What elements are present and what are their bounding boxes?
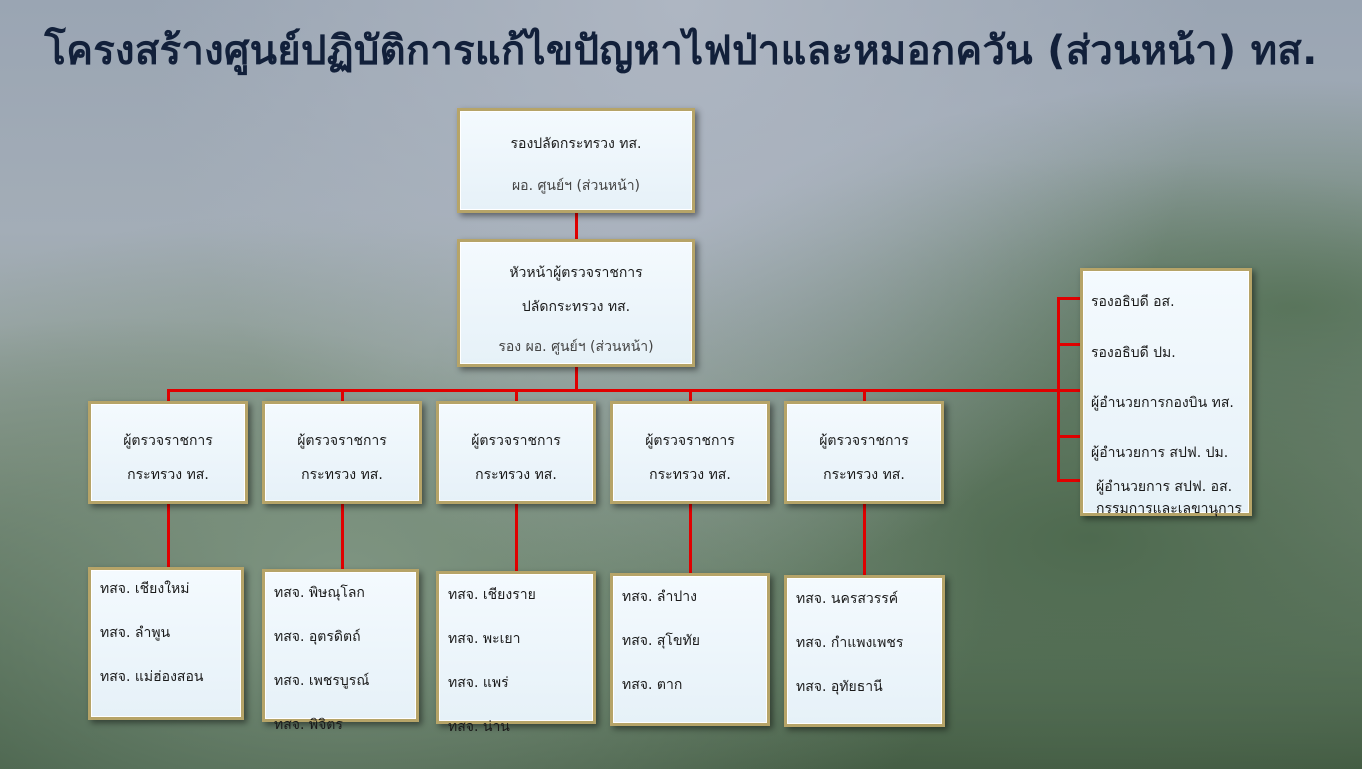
province-box-2: ทสจ. พิษณุโลก ทสจ. อุตรดิตถ์ ทสจ. เพชรบู… <box>262 569 419 733</box>
province-item: ทสจ. แพร่ <box>448 675 509 691</box>
connector-side-tick-5 <box>1057 479 1085 482</box>
province-item: ทสจ. กำแพงเพชร <box>796 635 904 651</box>
connector-side-tick-3 <box>1057 389 1085 392</box>
deputy-permanent-secretary-box: รองปลัดกระทรวง ทส. ผอ. ศูนย์ฯ (ส่วนหน้า) <box>457 108 695 213</box>
side-officials-box: รองอธิบดี อส. รองอธิบดี ปม. ผู้อำนวยการก… <box>1080 268 1252 517</box>
province-item: ทสจ. น่าน <box>448 719 510 735</box>
province-box-4: ทสจ. ลำปาง ทสจ. สุโขทัย ทสจ. ตาก <box>610 573 770 726</box>
connector-inspector-1-to-provinces <box>167 502 170 568</box>
side-item: ผู้อำนวยการกองบิน ทส. <box>1091 395 1234 411</box>
province-item: ทสจ. เชียงราย <box>448 587 536 603</box>
inspector-box-3: ผู้ตรวจราชการ กระทรวง ทส. <box>436 401 596 504</box>
connector-inspector-5-to-provinces <box>863 502 866 576</box>
inspector-ministry: กระทรวง ทส. <box>823 467 905 483</box>
connector-inspector-2-to-provinces <box>341 502 344 570</box>
inspector-ministry: กระทรวง ทส. <box>127 467 209 483</box>
side-item-secretary: กรรมการและเลขานุการ <box>1096 501 1242 517</box>
side-item: รองอธิบดี อส. <box>1091 294 1175 310</box>
side-item: ผู้อำนวยการ สปฟ. อส. <box>1096 479 1233 495</box>
province-box-1: ทสจ. เชียงใหม่ ทสจ. ลำพูน ทสจ. แม่ฮ่องสอ… <box>88 567 244 720</box>
inspector-ministry: กระทรวง ทส. <box>301 467 383 483</box>
province-item: ทสจ. สุโขทัย <box>622 633 700 649</box>
second-box-title-2: ปลัดกระทรวง ทส. <box>521 299 631 315</box>
connector-side-tick-4 <box>1057 435 1085 438</box>
province-item: ทสจ. พิษณุโลก <box>274 585 365 601</box>
inspector-ministry: กระทรวง ทส. <box>475 467 557 483</box>
connector-drop-3 <box>515 389 518 403</box>
connector-side-tick-1 <box>1057 297 1085 300</box>
inspector-box-4: ผู้ตรวจราชการ กระทรวง ทส. <box>610 401 770 504</box>
connector-drop-2 <box>341 389 344 403</box>
province-item: ทสจ. แม่ฮ่องสอน <box>100 669 204 685</box>
province-item: ทสจ. อุตรดิตถ์ <box>274 629 361 645</box>
inspector-title: ผู้ตรวจราชการ <box>819 433 909 449</box>
connector-inspector-3-to-provinces <box>515 502 518 572</box>
province-box-3: ทสจ. เชียงราย ทสจ. พะเยา ทสจ. แพร่ ทสจ. … <box>436 571 596 735</box>
inspector-title: ผู้ตรวจราชการ <box>297 433 387 449</box>
inspector-title: ผู้ตรวจราชการ <box>645 433 735 449</box>
connector-side-tick-2 <box>1057 343 1085 346</box>
province-item: ทสจ. เชียงใหม่ <box>100 581 190 597</box>
inspector-title: ผู้ตรวจราชการ <box>471 433 561 449</box>
inspector-ministry: กระทรวง ทส. <box>649 467 731 483</box>
connector-inspector-4-to-provinces <box>689 502 692 574</box>
province-item: ทสจ. พะเยา <box>448 631 521 647</box>
chief-inspector-box: หัวหน้าผู้ตรวจราชการ ปลัดกระทรวง ทส. รอง… <box>457 239 695 367</box>
connector-horizontal-bus <box>167 389 1065 392</box>
inspector-box-5: ผู้ตรวจราชการ กระทรวง ทส. <box>784 401 944 504</box>
inspector-box-2: ผู้ตรวจราชการ กระทรวง ทส. <box>262 401 422 504</box>
inspector-box-1: ผู้ตรวจราชการ กระทรวง ทส. <box>88 401 248 504</box>
connector-drop-1 <box>167 389 170 403</box>
connector-drop-5 <box>863 389 866 403</box>
top-box-title: รองปลัดกระทรวง ทส. <box>510 136 642 152</box>
inspector-title: ผู้ตรวจราชการ <box>123 433 213 449</box>
province-item: ทสจ. ลำปาง <box>622 589 697 605</box>
side-item: ผู้อำนวยการ สปฟ. ปม. <box>1091 445 1229 461</box>
province-item: ทสจ. พิจิตร <box>274 717 343 733</box>
connector-second-to-bus <box>575 366 578 391</box>
connector-drop-4 <box>689 389 692 403</box>
side-item: รองอธิบดี ปม. <box>1091 345 1176 361</box>
top-box-role: ผอ. ศูนย์ฯ (ส่วนหน้า) <box>511 178 641 194</box>
province-box-5: ทสจ. นครสวรรค์ ทสจ. กำแพงเพชร ทสจ. อุทัย… <box>784 575 945 727</box>
connector-top-to-second <box>575 212 578 240</box>
province-item: ทสจ. อุทัยธานี <box>796 679 883 695</box>
page-title: โครงสร้างศูนย์ปฏิบัติการแก้ไขปัญหาไฟป่าแ… <box>44 28 1318 74</box>
province-item: ทสจ. ลำพูน <box>100 625 171 641</box>
province-item: ทสจ. ตาก <box>622 677 683 693</box>
province-item: ทสจ. เพชรบูรณ์ <box>274 673 370 689</box>
second-box-title-1: หัวหน้าผู้ตรวจราชการ <box>509 265 643 281</box>
second-box-role: รอง ผอ. ศูนย์ฯ (ส่วนหน้า) <box>498 339 654 355</box>
province-item: ทสจ. นครสวรรค์ <box>796 591 899 607</box>
